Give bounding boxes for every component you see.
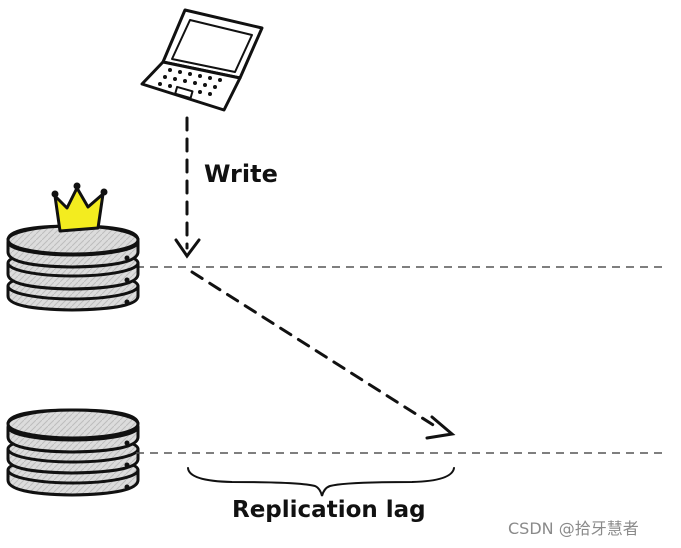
write-arrow [174,116,201,259]
leader-database-icon [6,224,140,312]
laptop-icon [140,8,264,112]
write-label: Write [204,160,278,188]
watermark: CSDN @拾牙慧者 [508,519,639,538]
replication-arrow [190,270,456,440]
follower-database-icon [6,408,140,497]
crown-icon [51,182,108,233]
lag-brace [187,467,455,497]
replication-lag-label: Replication lag [232,497,426,523]
